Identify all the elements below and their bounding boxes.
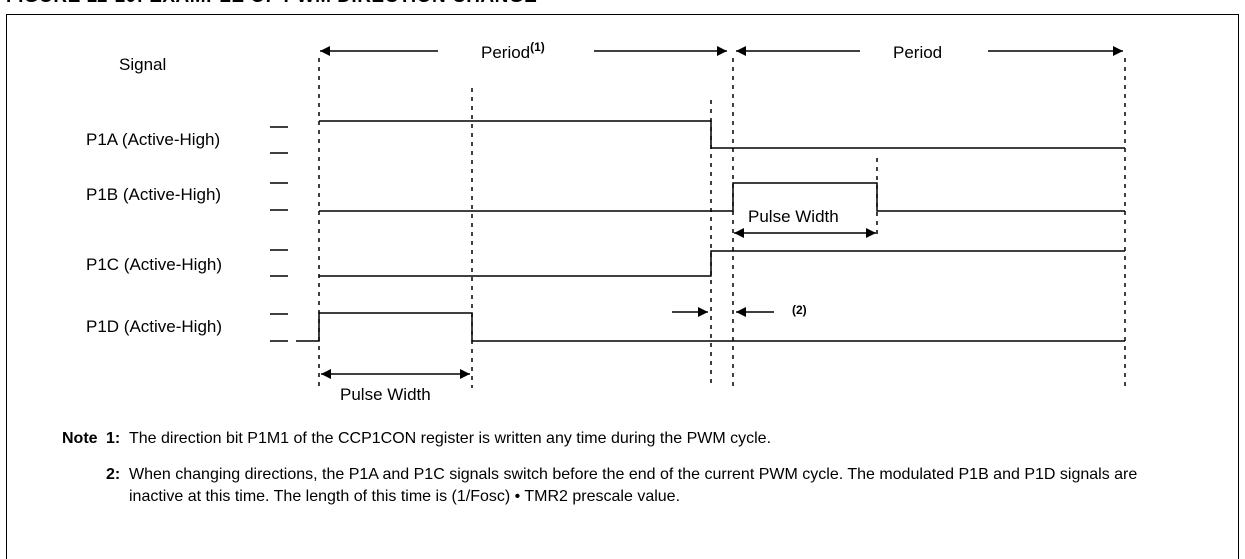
waveform-p1c xyxy=(319,250,1125,277)
signal-label-p1d: P1D (Active-High) xyxy=(86,317,222,336)
waveform-p1d xyxy=(296,312,1125,342)
figure-frame xyxy=(6,14,1239,559)
time-guides xyxy=(318,58,1126,388)
pulse-width-label-p1b: Pulse Width xyxy=(748,207,839,226)
note-1: Note 1: xyxy=(62,428,120,450)
pulse-width-label-p1d: Pulse Width xyxy=(340,385,431,404)
note-1-text: The direction bit P1M1 of the CCP1CON re… xyxy=(129,430,772,447)
period-1-label: Period(1) xyxy=(481,40,545,62)
note-2-number: 2: xyxy=(106,466,121,483)
note-2: 2: xyxy=(106,464,120,486)
period-2-label: Period xyxy=(893,43,942,62)
note-2-text: When changing directions, the P1A and P1… xyxy=(129,466,1138,505)
note-word: Note xyxy=(62,430,98,447)
signal-label-p1b: P1B (Active-High) xyxy=(86,185,221,204)
signal-label-p1c: P1C (Active-High) xyxy=(86,255,222,274)
signal-header: Signal xyxy=(119,55,166,74)
signal-label-p1a: P1A (Active-High) xyxy=(86,130,220,149)
note-1-number: 1: xyxy=(106,430,121,447)
switch-note-ref: (2) xyxy=(792,303,807,317)
waveform-p1a xyxy=(319,120,1125,149)
waveform-p1b xyxy=(319,182,1125,212)
figure-title: FIGURE 11-10: EXAMPLE OF PWM DIRECTION C… xyxy=(6,0,537,8)
level-ticks xyxy=(270,126,288,342)
